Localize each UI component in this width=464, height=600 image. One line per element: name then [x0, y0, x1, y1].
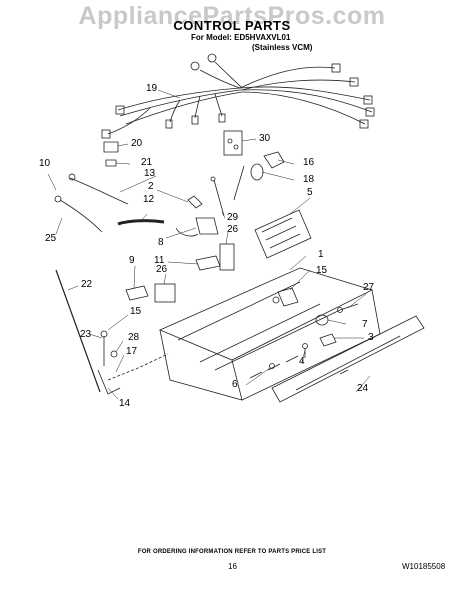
callout-11: 11: [154, 255, 165, 266]
callout-23: 23: [80, 329, 92, 340]
callout-1: 1: [318, 249, 324, 260]
callout-6: 6: [232, 379, 238, 390]
callout-22: 22: [81, 279, 93, 290]
callout-27: 27: [363, 282, 375, 293]
callout-26: 26: [227, 224, 239, 235]
callout-30: 30: [259, 133, 271, 144]
watermark: AppliancePartsPros.com: [78, 2, 386, 30]
front-panel: [271, 315, 425, 403]
callout-20: 20: [131, 138, 143, 149]
callout-14: 14: [119, 398, 131, 409]
callout-18: 18: [303, 174, 315, 185]
callout-15-lower: 15: [130, 306, 142, 317]
wire-harness: [101, 53, 375, 139]
callout-8: 8: [158, 237, 164, 248]
callout-24: 24: [357, 383, 369, 394]
callout-25: 25: [45, 233, 57, 244]
callout-10: 10: [39, 158, 51, 169]
callout-7: 7: [362, 319, 368, 330]
callout-12: 12: [143, 194, 155, 205]
callout-26-lower: 26: [156, 264, 168, 275]
callout-2: 2: [148, 181, 154, 192]
callout-5: 5: [307, 187, 313, 198]
callout-16: 16: [303, 157, 315, 168]
callout-4: 4: [299, 356, 305, 367]
plate-part: [223, 130, 243, 156]
callout-13: 13: [144, 168, 156, 179]
page-title: CONTROL PARTS: [173, 18, 291, 33]
document-number: W10185508: [402, 562, 446, 571]
ordering-note: FOR ORDERING INFORMATION REFER TO PARTS …: [137, 549, 327, 555]
control-housing: [158, 267, 381, 401]
page-number: 16: [228, 562, 237, 571]
callout-9: 9: [129, 255, 135, 266]
callout-17: 17: [126, 346, 138, 357]
callout-21: 21: [141, 157, 153, 168]
callout-15-upper: 15: [316, 265, 328, 276]
variant-line: (Stainless VCM): [252, 43, 313, 52]
control-board: [254, 209, 312, 259]
callout-28: 28: [128, 332, 140, 343]
model-line: For Model: ED5HVAXVL01: [191, 33, 291, 42]
callout-19: 19: [146, 83, 158, 94]
callout-3: 3: [368, 332, 374, 343]
callout-29: 29: [227, 212, 239, 223]
